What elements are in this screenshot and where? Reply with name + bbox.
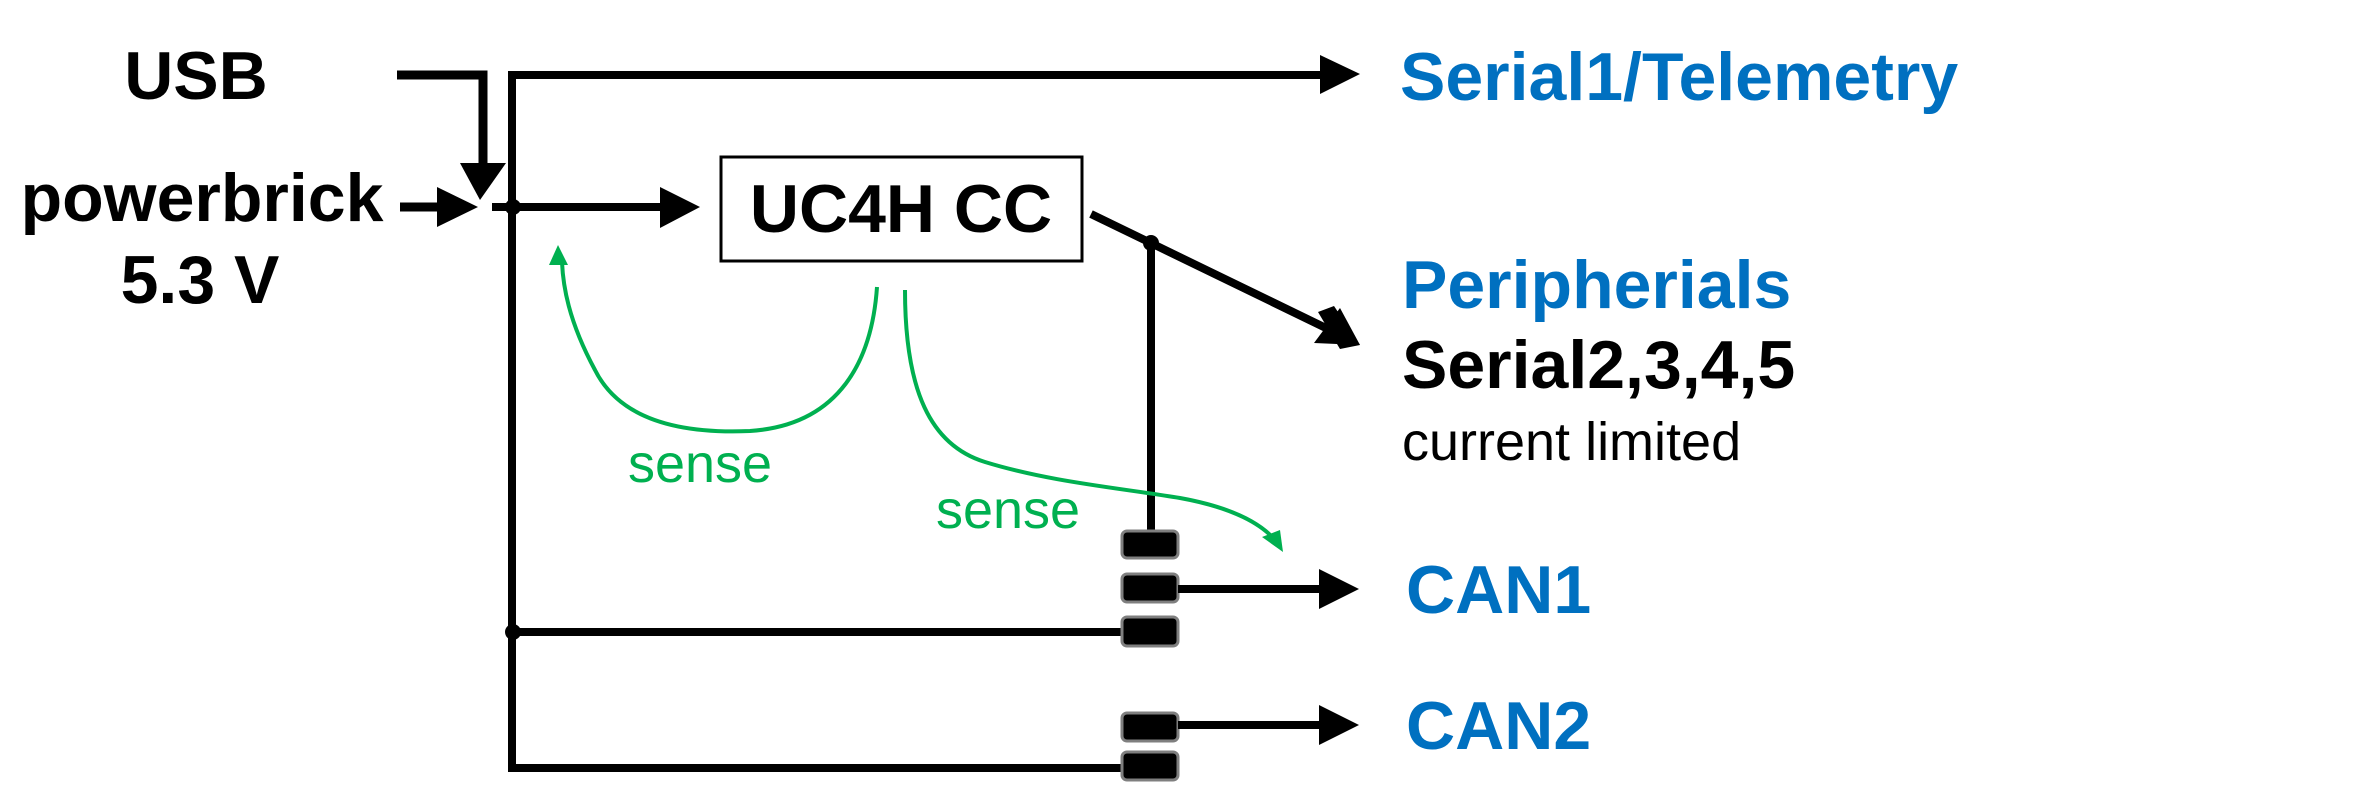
connector-pin [1120,750,1180,782]
powerbrick-label: powerbrick [21,160,384,236]
peripherals-ports: Serial2,3,4,5 [1402,327,1795,403]
can1-connector [1120,529,1180,648]
voltage-label: 5.3 V [121,242,280,318]
sense-label-can1: sense [936,480,1080,540]
connector-pin [1120,529,1180,560]
sense-curve-input [560,261,879,434]
can2-arrowhead [1319,705,1359,745]
serial1-arrowhead [1320,55,1360,94]
serial1-label: Serial1/Telemetry [1400,39,1958,115]
sense-arrowhead-can1 [1262,530,1283,552]
peripherals-note: current limited [1402,412,1741,472]
connector-pin [1120,572,1180,604]
sense-label-input: sense [628,434,772,494]
connector-pin [1120,615,1180,648]
controller-box [719,155,1084,263]
junction-dot [505,624,521,640]
sense-arrowhead-input [549,245,568,265]
usb-arrowhead [460,163,506,200]
peripherals-title: Peripherials [1402,247,1791,323]
junction-dot [505,199,521,215]
controller-feed-arrowhead [660,187,700,228]
peripherals-arrowhead-tip [1314,308,1360,345]
controller-label: UC4H CC [750,171,1052,247]
peripherals-wire [1089,210,1332,334]
sense-curve-can1 [903,289,1277,542]
usb-label: USB [124,38,268,114]
main-bus [508,71,1340,772]
usb-wire [397,70,488,165]
powerbrick-arrowhead [437,187,478,227]
can1-arrowhead [1319,569,1359,609]
connector-pin [1120,711,1180,743]
can1-label: CAN1 [1406,552,1591,628]
can2-label: CAN2 [1406,688,1591,764]
can2-connector [1120,711,1180,782]
